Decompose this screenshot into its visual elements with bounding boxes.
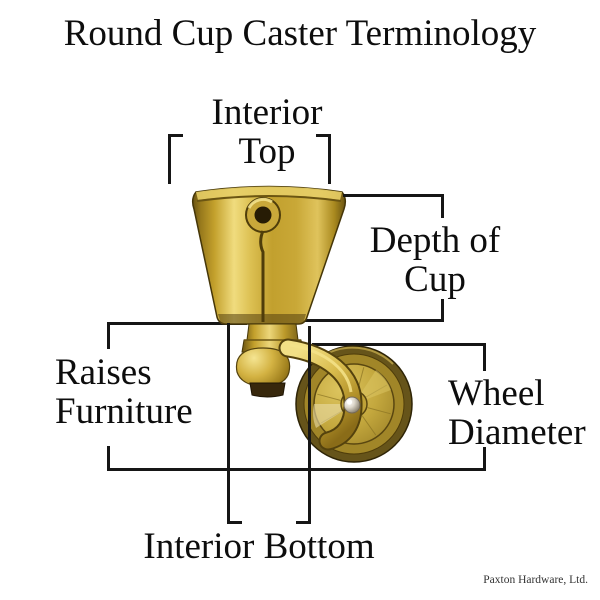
page-title: Round Cup Caster Terminology <box>63 13 537 54</box>
wheel-diameter-top-tick <box>483 343 486 371</box>
label-depth-of-cup: Depth of Cup <box>355 221 515 299</box>
wheel-diameter-bottom-tick <box>483 447 486 471</box>
label-wheel-diameter: Wheel Diameter <box>448 374 586 452</box>
wheel-diameter-top-line <box>312 343 486 346</box>
interior-top-right-bracket-vertical <box>328 134 331 184</box>
baseline-horizontal-line <box>107 468 486 471</box>
interior-bottom-right-foot <box>296 521 311 524</box>
depth-of-cup-bottom-tick <box>441 299 444 322</box>
raises-furniture-bottom-tick <box>107 446 110 471</box>
interior-top-left-bracket-horizontal <box>168 134 183 137</box>
interior-bottom-right-vertical <box>308 326 311 524</box>
interior-bottom-left-foot <box>227 521 242 524</box>
credit-text: Paxton Hardware, Ltd. <box>483 574 588 586</box>
depth-of-cup-top-line <box>343 194 444 197</box>
label-wheel-diameter-line2: Diameter <box>448 412 586 453</box>
label-interior-top-line2: Top <box>238 131 296 172</box>
interior-bottom-left-vertical <box>227 323 230 524</box>
caster-cup <box>191 185 347 325</box>
label-depth-of-cup-line1: Depth of <box>369 220 501 261</box>
label-wheel-diameter-line1: Wheel <box>448 373 545 414</box>
label-interior-bottom: Interior Bottom <box>143 526 375 567</box>
interior-top-right-bracket-horizontal <box>316 134 331 137</box>
horn-foot-peg <box>249 382 286 398</box>
depth-of-cup-top-tick <box>441 194 444 218</box>
label-interior-top: Interior Top <box>187 93 347 171</box>
label-interior-top-line1: Interior <box>211 92 323 133</box>
label-raises-furniture-line2: Furniture <box>55 391 193 432</box>
label-raises-furniture: Raises Furniture <box>55 353 193 431</box>
caster-axle-pin <box>343 396 361 414</box>
raises-furniture-top-line <box>107 322 247 325</box>
depth-of-cup-bottom-line <box>288 319 444 322</box>
raises-furniture-top-tick <box>107 322 110 349</box>
interior-top-left-bracket-vertical <box>168 134 171 184</box>
caster-horn <box>235 347 291 398</box>
label-depth-of-cup-line2: Cup <box>404 259 466 300</box>
label-raises-furniture-line1: Raises <box>55 352 152 393</box>
eyelet-hole <box>245 197 281 322</box>
